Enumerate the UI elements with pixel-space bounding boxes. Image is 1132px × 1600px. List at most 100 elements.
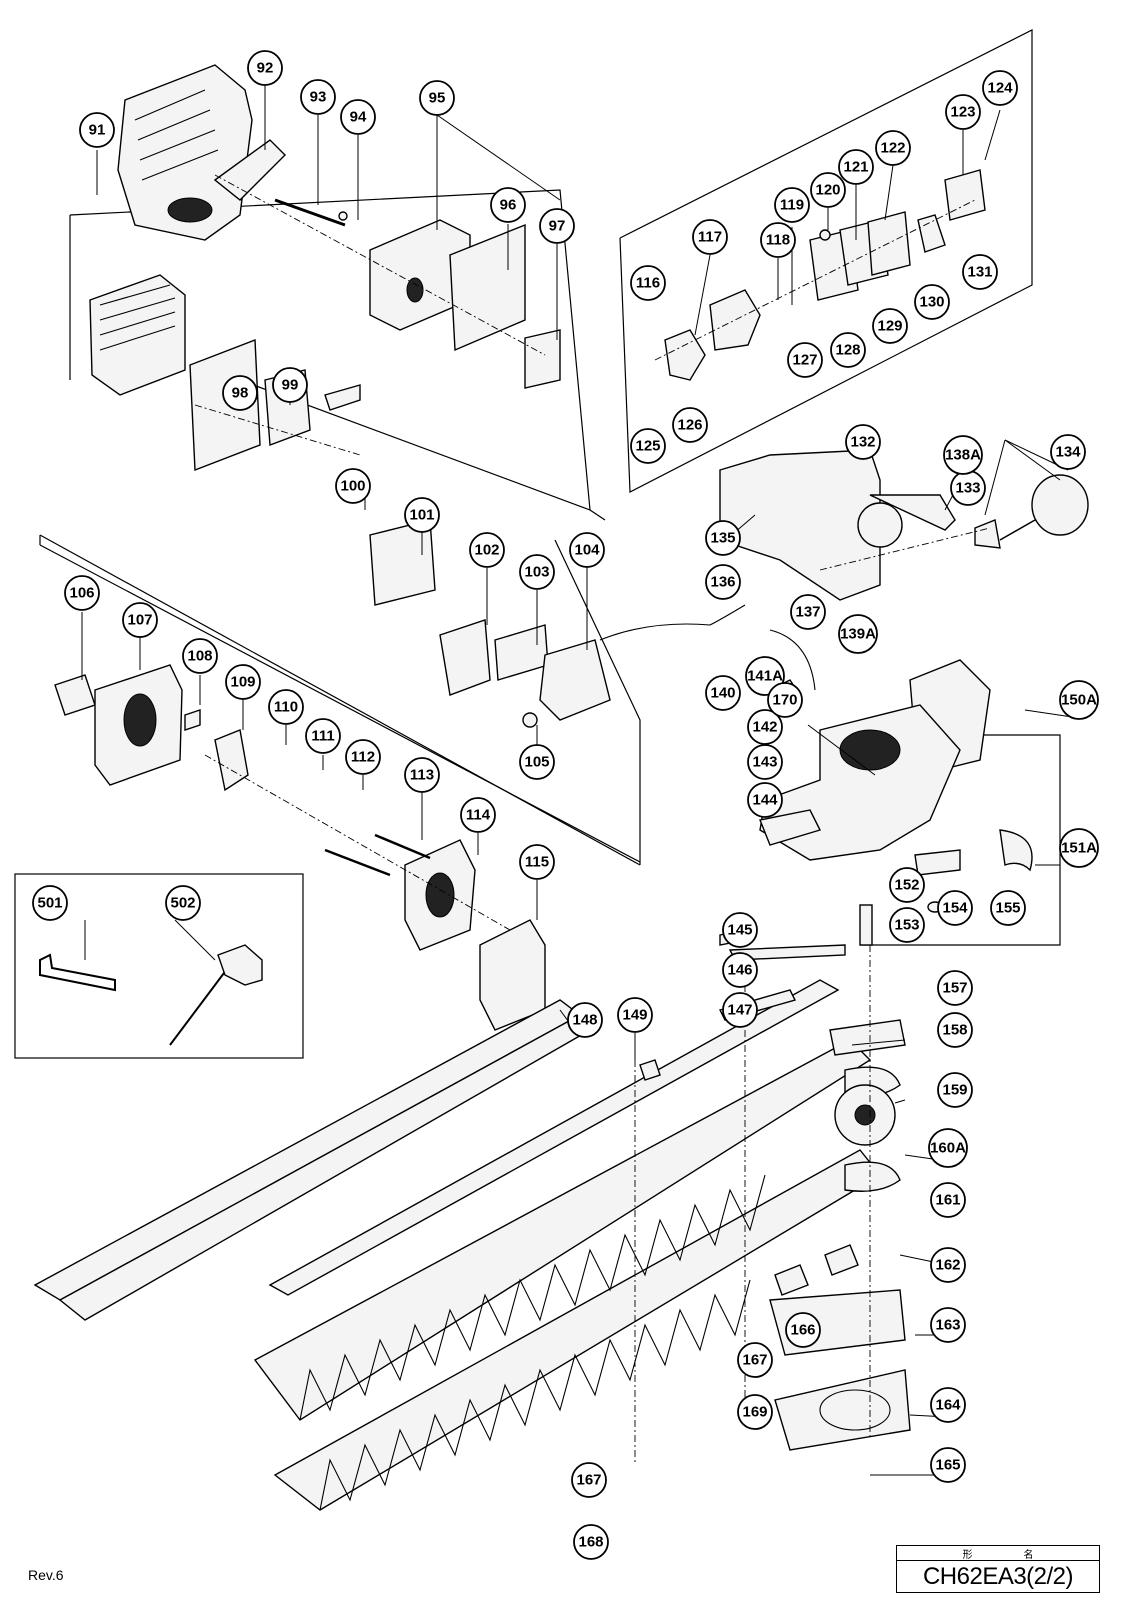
callout-circle	[692, 219, 728, 255]
callout-label: 154	[942, 900, 968, 917]
callout-label: 114	[466, 807, 491, 824]
callout-circle	[787, 342, 823, 378]
callout-circle	[630, 428, 666, 464]
callout-circle	[889, 907, 925, 943]
callout-110: 110	[268, 689, 304, 725]
callout-label: 115	[525, 854, 549, 871]
callout-94: 94	[340, 99, 376, 135]
callout-circle	[760, 222, 796, 258]
fuel-tank-illustration	[599, 449, 1089, 706]
callout-label: 160A	[930, 1140, 966, 1157]
callout-111: 111	[305, 718, 341, 754]
callout-label: 152	[894, 877, 919, 894]
callout-label: 165	[935, 1457, 960, 1474]
callout-label: 164	[935, 1397, 961, 1414]
callout-circle	[945, 94, 981, 130]
callout-142: 142	[747, 709, 783, 745]
callout-168: 168	[573, 1524, 609, 1560]
callout-circle	[519, 844, 555, 880]
callout-circle	[340, 99, 376, 135]
callout-104: 104	[569, 532, 605, 568]
callout-label: 95	[429, 90, 446, 107]
callout-146: 146	[722, 952, 758, 988]
callout-circle	[872, 308, 908, 344]
engine-cover-illustration	[117, 64, 286, 241]
callout-label: 137	[795, 604, 820, 621]
callout-label: 134	[1055, 444, 1081, 461]
callout-167: 167	[737, 1342, 773, 1378]
callout-circle	[630, 265, 666, 301]
callout-label: 159	[942, 1082, 967, 1099]
callout-circle	[300, 79, 336, 115]
callout-label: 140	[710, 685, 735, 702]
callout-label: 153	[894, 917, 919, 934]
callout-label: 158	[942, 1022, 967, 1039]
callout-circle	[672, 407, 708, 443]
callout-label: 113	[410, 767, 434, 784]
callout-157: 157	[937, 970, 973, 1006]
callout-160A: 160A	[928, 1128, 968, 1168]
model-header-char-1: 形	[962, 1549, 973, 1561]
callout-label: 133	[955, 480, 980, 497]
callout-label: 98	[232, 385, 249, 402]
callout-circle	[745, 656, 785, 696]
callout-circle	[1059, 680, 1099, 720]
callout-label: 97	[549, 218, 566, 235]
callout-label: 144	[752, 792, 778, 809]
callout-circle	[705, 675, 741, 711]
callout-label: 141A	[747, 668, 783, 685]
callout-134: 134	[1050, 434, 1086, 470]
callout-109: 109	[225, 664, 261, 700]
callout-158: 158	[937, 1012, 973, 1048]
callout-label: 143	[752, 754, 777, 771]
callout-circle	[573, 1524, 609, 1560]
carburetor-illustration	[369, 519, 611, 728]
callout-circle	[943, 435, 983, 475]
leader-lines	[81, 85, 1080, 1476]
callout-circle	[937, 1072, 973, 1108]
callout-label: 139A	[840, 626, 876, 643]
bolt-93-illustration	[274, 198, 348, 227]
callout-label: 130	[919, 294, 944, 311]
callout-circle	[519, 554, 555, 590]
callout-116: 116	[630, 265, 666, 301]
callout-140: 140	[705, 675, 741, 711]
callout-label: 168	[578, 1534, 603, 1551]
callout-101: 101	[404, 497, 440, 533]
callout-label: 166	[790, 1322, 815, 1339]
callout-label: 93	[310, 89, 327, 106]
callout-circle	[875, 130, 911, 166]
callout-circle	[930, 1307, 966, 1343]
callout-circle	[785, 1312, 821, 1348]
carb-detail-illustration	[664, 169, 986, 381]
callout-98: 98	[222, 375, 258, 411]
callout-106: 106	[64, 575, 100, 611]
callout-label: 99	[282, 377, 299, 394]
callout-92: 92	[247, 50, 283, 86]
callout-label: 104	[574, 542, 600, 559]
callout-112: 112	[345, 739, 381, 775]
callout-135: 135	[705, 520, 741, 556]
callout-circle	[838, 149, 874, 185]
callout-circle	[747, 782, 783, 818]
callout-148: 148	[567, 1002, 603, 1038]
callout-label: 126	[677, 417, 702, 434]
callout-label: 167	[576, 1472, 601, 1489]
callout-130: 130	[914, 284, 950, 320]
callout-circle	[225, 664, 261, 700]
callout-label: 167	[742, 1352, 767, 1369]
callout-label: 103	[524, 564, 549, 581]
callout-label: 135	[710, 530, 735, 547]
callout-circle	[747, 744, 783, 780]
revision-label: Rev.6	[28, 1567, 64, 1583]
callout-circle	[928, 1128, 968, 1168]
callout-circle	[937, 970, 973, 1006]
callout-label: 91	[89, 122, 106, 139]
callout-118: 118	[760, 222, 796, 258]
callout-label: 170	[772, 692, 797, 709]
callout-circle	[722, 952, 758, 988]
callout-circle	[930, 1182, 966, 1218]
callout-103: 103	[519, 554, 555, 590]
callout-label: 96	[500, 197, 517, 214]
callout-circle	[937, 1012, 973, 1048]
